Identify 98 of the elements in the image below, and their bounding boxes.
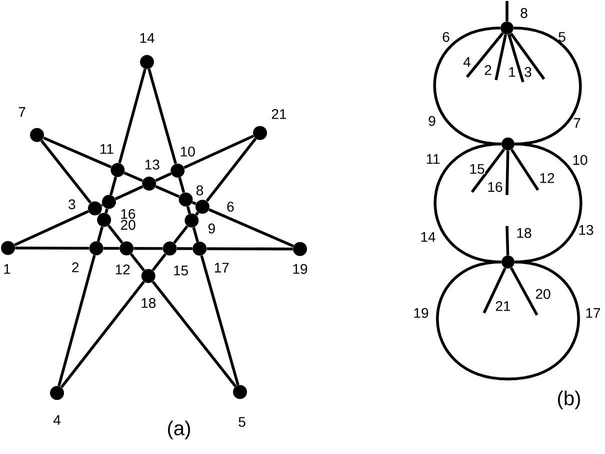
vertex-label: 17 [214, 262, 229, 272]
number-label: 10 [573, 155, 588, 165]
vertex-label: 13 [145, 160, 160, 170]
edge-line [104, 208, 108, 214]
edge-line [98, 213, 101, 216]
edge-line [208, 208, 294, 248]
number-label: 19 [414, 308, 428, 318]
edge-arc [514, 26, 582, 146]
edge-line [114, 185, 144, 200]
number-label: 11 [426, 154, 440, 164]
vertex-label: 1 [4, 264, 10, 274]
vertex-label: 6 [227, 202, 234, 212]
vertex-label: 19 [293, 264, 308, 274]
number-label: 9 [428, 116, 436, 126]
vertex-label: 8 [196, 186, 204, 196]
vertex-label: 11 [100, 144, 114, 154]
edge-line [192, 227, 199, 242]
edge-line [40, 140, 92, 204]
edge-line [148, 68, 178, 164]
edge-line [43, 136, 112, 168]
edge-line [178, 177, 186, 193]
edge-line [510, 267, 538, 316]
edge-line [506, 226, 510, 256]
edge-line [14, 210, 89, 246]
vertex-label: 5 [238, 417, 246, 427]
edge-line [206, 138, 257, 202]
edge-label: 21 [494, 300, 512, 312]
edge-line [134, 247, 163, 250]
vertex-label: 12 [116, 264, 130, 274]
edge-line [192, 201, 196, 206]
loop-arc [436, 260, 580, 380]
edge-line [506, 150, 510, 196]
edge-label: 2 [484, 64, 492, 76]
edge-line [176, 247, 192, 250]
edge-line [130, 253, 145, 272]
vertex-label: 20 [121, 220, 136, 230]
edge-line [173, 225, 188, 244]
edge-line [107, 224, 124, 244]
edge-label: 3 [524, 66, 532, 78]
edge-line [104, 246, 120, 250]
vertex-label: 16 [121, 208, 136, 219]
edge-line [110, 176, 118, 196]
panel-label: (b) [558, 390, 580, 410]
vertex-label: 15 [174, 266, 188, 276]
vertex-label: 3 [68, 199, 76, 210]
edge-arc [434, 142, 502, 264]
edge-label: 1 [508, 66, 516, 78]
number-label: 6 [442, 32, 450, 42]
vertex-label: 18 [142, 298, 156, 308]
edge-arc [433, 26, 502, 146]
number-label: 5 [558, 32, 566, 42]
edge-line [58, 254, 96, 386]
number-label: 17 [586, 308, 600, 318]
number-label: 14 [421, 232, 436, 242]
edge-line [195, 212, 200, 216]
edge-line [508, 34, 524, 82]
vertex-dot [502, 256, 514, 268]
edge-line [510, 32, 546, 80]
edge-line [200, 255, 240, 386]
vertex-label: 2 [72, 262, 79, 272]
edge-label: 8 [520, 8, 528, 18]
vertex-dot [502, 138, 514, 150]
edge-line [155, 185, 180, 198]
vertex-label: 7 [18, 107, 26, 117]
vertex-dot [500, 22, 514, 34]
vertex-label: 10 [180, 146, 195, 157]
edge-line [155, 172, 172, 182]
edge-line [100, 204, 103, 207]
edge-label: 16 [486, 182, 504, 192]
edge-line [60, 280, 146, 388]
number-label: 7 [574, 118, 580, 128]
edge-line [206, 247, 293, 250]
edge-line [152, 253, 166, 272]
edge-arc [514, 142, 582, 264]
vertex-label: 21 [272, 109, 286, 119]
edge-label: 4 [462, 56, 472, 68]
edge-line [506, 1, 508, 22]
number-label: 13 [579, 225, 594, 235]
edge-line [494, 34, 507, 80]
edge-line [510, 148, 540, 191]
panel-label: (a) [168, 420, 190, 440]
edge-line [118, 68, 146, 164]
edge-line [124, 172, 144, 182]
edge-line [466, 32, 504, 78]
edge-label: 15 [468, 164, 486, 174]
vertex-label: 9 [208, 224, 215, 234]
edge-line [152, 280, 237, 388]
vertex-label: 14 [140, 33, 154, 43]
edge-label: 12 [538, 172, 556, 184]
edge-line [470, 148, 506, 193]
edge-line [96, 226, 104, 242]
vertex-label: 4 [53, 415, 60, 425]
edge-line [186, 206, 192, 214]
edge-line [15, 246, 90, 250]
edge-line [482, 267, 506, 314]
edge-label: 18 [516, 228, 532, 238]
edge-label: 20 [534, 288, 552, 300]
edge-line [184, 134, 254, 169]
